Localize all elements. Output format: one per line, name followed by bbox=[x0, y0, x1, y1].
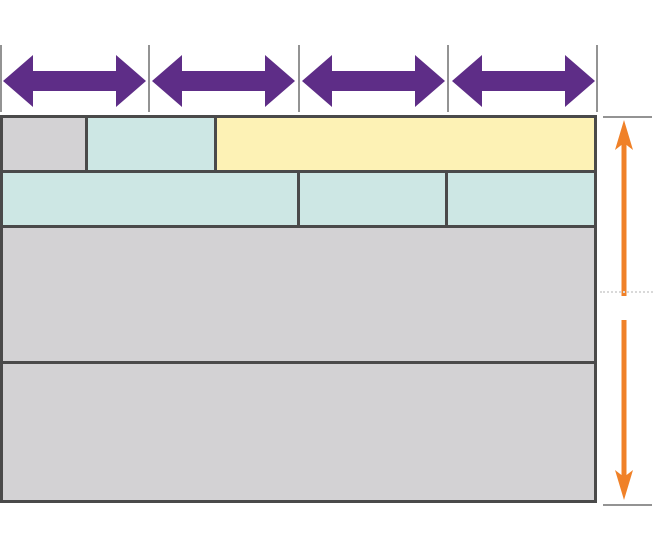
column-width-arrow-icon bbox=[302, 55, 445, 107]
column-width-arrow-icon bbox=[3, 55, 146, 107]
table-cell-gray bbox=[3, 228, 594, 361]
break-dotted-line bbox=[600, 291, 653, 293]
column-boundary-tick bbox=[447, 45, 449, 112]
table-cell-teal bbox=[3, 173, 297, 225]
column-boundary-tick bbox=[596, 45, 598, 112]
dimension-tick-top bbox=[603, 116, 652, 118]
table-cell-teal bbox=[85, 118, 214, 170]
table-cell-teal bbox=[445, 173, 594, 225]
column-width-arrow-icon bbox=[152, 55, 295, 107]
table-cell-teal bbox=[297, 173, 445, 225]
column-boundary-tick bbox=[0, 45, 2, 112]
table-row bbox=[3, 364, 594, 500]
dimension-tick-bottom bbox=[603, 504, 652, 506]
table-cell-gray bbox=[3, 364, 594, 500]
table-cell-yellow bbox=[214, 118, 594, 170]
height-arrow-down-icon bbox=[615, 320, 633, 500]
column-width-arrow-icon bbox=[452, 55, 595, 107]
table-row bbox=[3, 228, 594, 364]
column-boundary-tick bbox=[298, 45, 300, 112]
table-cell-gray bbox=[3, 118, 85, 170]
table-row bbox=[3, 173, 594, 228]
column-boundary-tick bbox=[148, 45, 150, 112]
table-row bbox=[3, 118, 594, 173]
height-arrow-up-icon bbox=[615, 120, 633, 296]
table bbox=[0, 115, 597, 503]
